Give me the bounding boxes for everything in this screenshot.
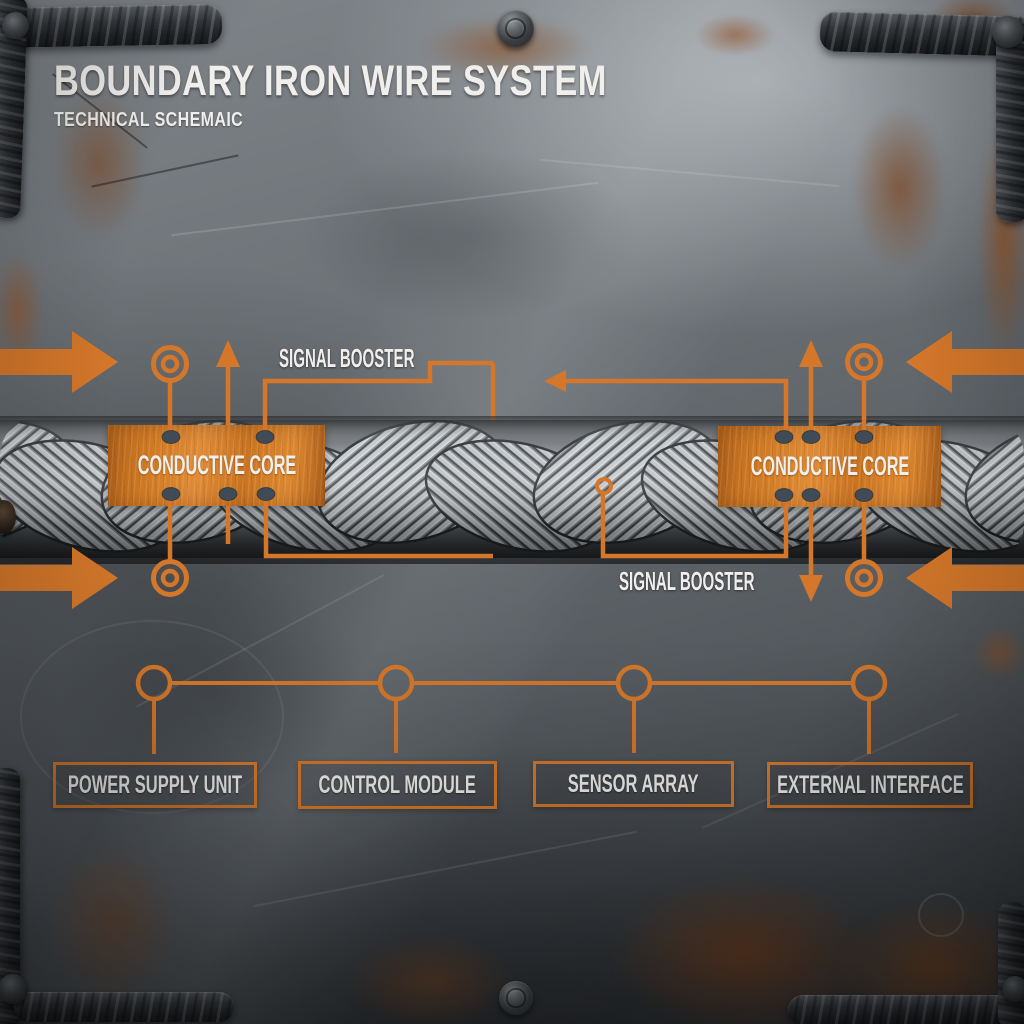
corner-bracket	[0, 3, 223, 49]
signal-booster-bottom-label: SIGNAL BOOSTER	[619, 566, 755, 596]
module-label: EXTERNAL INTERFACE	[776, 770, 964, 799]
corner-bracket	[14, 992, 234, 1022]
page-subtitle: TECHNICAL SCHEMAIC	[54, 108, 244, 131]
screw-icon	[499, 981, 533, 1015]
conductive-core-left: CONDUCTIVE CORE	[108, 425, 325, 506]
module-box-external-interface: EXTERNAL INTERFACE	[767, 762, 973, 808]
conductive-core-left-label: CONDUCTIVE CORE	[137, 450, 296, 480]
title-block: BOUNDARY IRON WIRE SYSTEM TECHNICAL SCHE…	[54, 57, 745, 132]
rivet-icon	[2, 12, 29, 39]
module-box-sensor-array: SENSOR ARRAY	[533, 761, 734, 807]
corner-bracket	[788, 995, 1024, 1024]
corner-bracket	[0, 768, 20, 1024]
conductive-core-right-label: CONDUCTIVE CORE	[750, 451, 909, 481]
conductive-core-right: CONDUCTIVE CORE	[718, 426, 941, 507]
screw-icon	[497, 10, 534, 47]
module-label: SENSOR ARRAY	[568, 769, 699, 798]
corner-bracket	[998, 902, 1024, 1024]
module-box-control-module: CONTROL MODULE	[298, 761, 497, 809]
page-title: BOUNDARY IRON WIRE SYSTEM	[54, 57, 607, 105]
rivet-icon	[1002, 976, 1024, 1002]
module-label: POWER SUPPLY UNIT	[67, 770, 243, 799]
corner-bracket	[996, 22, 1024, 222]
module-label: CONTROL MODULE	[318, 770, 477, 799]
signal-booster-top-label: SIGNAL BOOSTER	[279, 343, 415, 373]
rivet-icon	[992, 16, 1024, 48]
rivet-icon	[0, 974, 28, 1004]
module-box-power-supply-unit: POWER SUPPLY UNIT	[53, 762, 257, 808]
